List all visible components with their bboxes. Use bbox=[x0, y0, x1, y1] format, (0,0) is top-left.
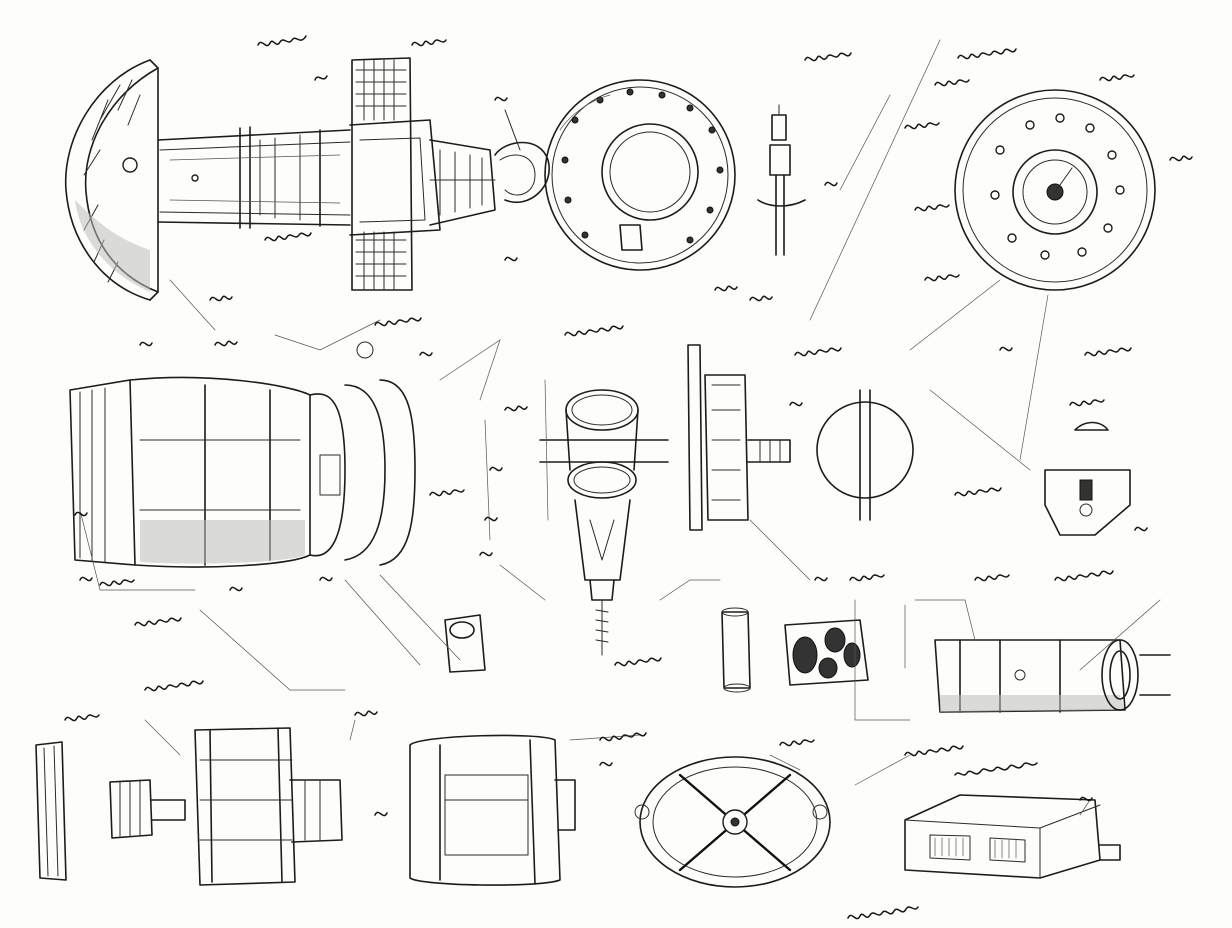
bell-housing-drawing bbox=[64, 59, 199, 301]
pipe-assembly-drawing bbox=[934, 639, 1171, 713]
coupling-drawing bbox=[1044, 421, 1131, 536]
battery-module-drawing bbox=[904, 794, 1121, 879]
disc-plate-drawing bbox=[687, 344, 791, 531]
spool-shaft-drawing bbox=[539, 389, 669, 656]
end-plate-drawing bbox=[35, 741, 67, 881]
stator-drawing bbox=[194, 727, 343, 886]
small-coupler-drawing bbox=[109, 779, 186, 839]
fitting-drawing bbox=[444, 614, 486, 673]
ring-drawing bbox=[816, 389, 914, 521]
valve-block-drawing bbox=[784, 619, 869, 686]
connector-assembly bbox=[429, 109, 550, 226]
pipe-sleeve-drawing bbox=[721, 607, 751, 693]
ribbed-gear-block bbox=[349, 57, 441, 291]
handwritten-notes bbox=[64, 35, 1193, 920]
housing-cylinder-drawing bbox=[69, 341, 416, 568]
bolt-drawing bbox=[757, 104, 806, 256]
motor-housing-drawing bbox=[409, 734, 576, 886]
gear-disc-drawing bbox=[954, 89, 1156, 291]
cross-spider-drawing bbox=[634, 756, 831, 888]
shaft-drawing bbox=[157, 126, 351, 229]
leader-lines bbox=[79, 39, 1161, 816]
flywheel-drawing bbox=[544, 79, 736, 271]
